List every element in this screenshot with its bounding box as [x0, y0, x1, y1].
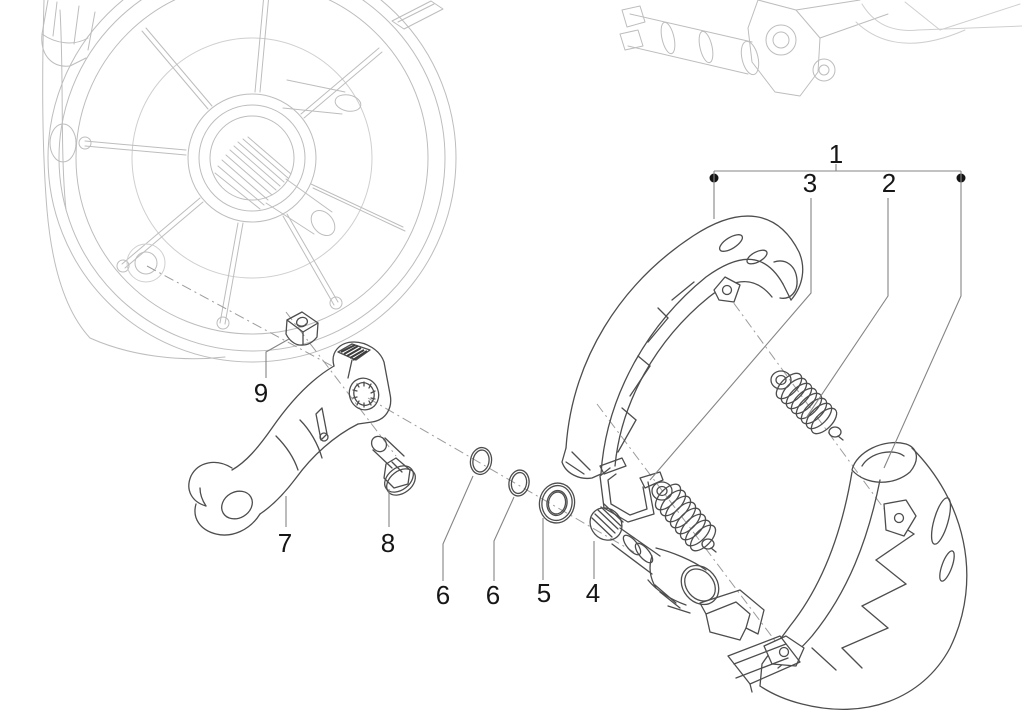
- callout-9: 9: [253, 378, 269, 408]
- oil-seal: [536, 480, 577, 525]
- callout-3: 3: [802, 168, 818, 198]
- spacer-clip-lower: [700, 590, 764, 640]
- square-nut: [286, 312, 318, 345]
- spacer-clip-upper: [600, 458, 663, 522]
- return-spring-upper: [771, 369, 843, 440]
- callout-leader-lines: [266, 164, 966, 581]
- callout-1: 1: [828, 139, 844, 169]
- brake-shoe-right: [728, 443, 967, 710]
- return-spring-lower: [651, 480, 720, 555]
- o-ring-right: [507, 468, 531, 497]
- o-ring-left: [468, 446, 493, 476]
- callout-6a: 6: [435, 580, 451, 610]
- callout-6b: 6: [485, 580, 501, 610]
- brake-shoe-left: [562, 216, 803, 478]
- engine-crankcase-background: [42, 0, 456, 362]
- callout-4: 4: [585, 578, 601, 608]
- brake-camshaft: [583, 501, 726, 613]
- callout-7: 7: [277, 528, 293, 558]
- brake-lever: [189, 342, 391, 535]
- assembly-centerlines: [147, 266, 901, 658]
- callout-8: 8: [380, 528, 396, 558]
- engine-mount-background: [620, 0, 1022, 96]
- callout-5: 5: [536, 578, 552, 608]
- flange-bolt: [368, 433, 420, 500]
- callout-2: 2: [881, 168, 897, 198]
